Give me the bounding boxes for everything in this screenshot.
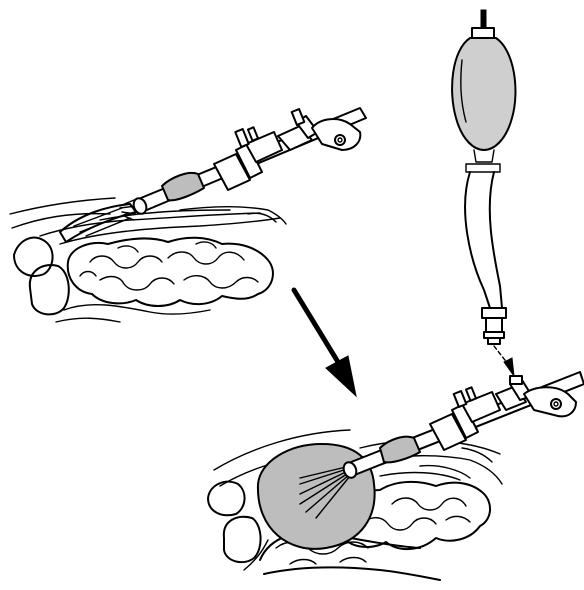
panel-before xyxy=(10,108,366,322)
inflation-pump xyxy=(452,10,515,376)
laparoscope-top xyxy=(131,108,366,216)
transition-arrow xyxy=(294,290,356,396)
pump-tubing xyxy=(465,172,490,308)
laparoscope-bottom xyxy=(341,372,584,480)
pump-cap xyxy=(472,28,494,38)
tube-connector xyxy=(482,308,506,318)
panel-after xyxy=(208,372,584,580)
bowel-loops-top xyxy=(14,238,273,322)
